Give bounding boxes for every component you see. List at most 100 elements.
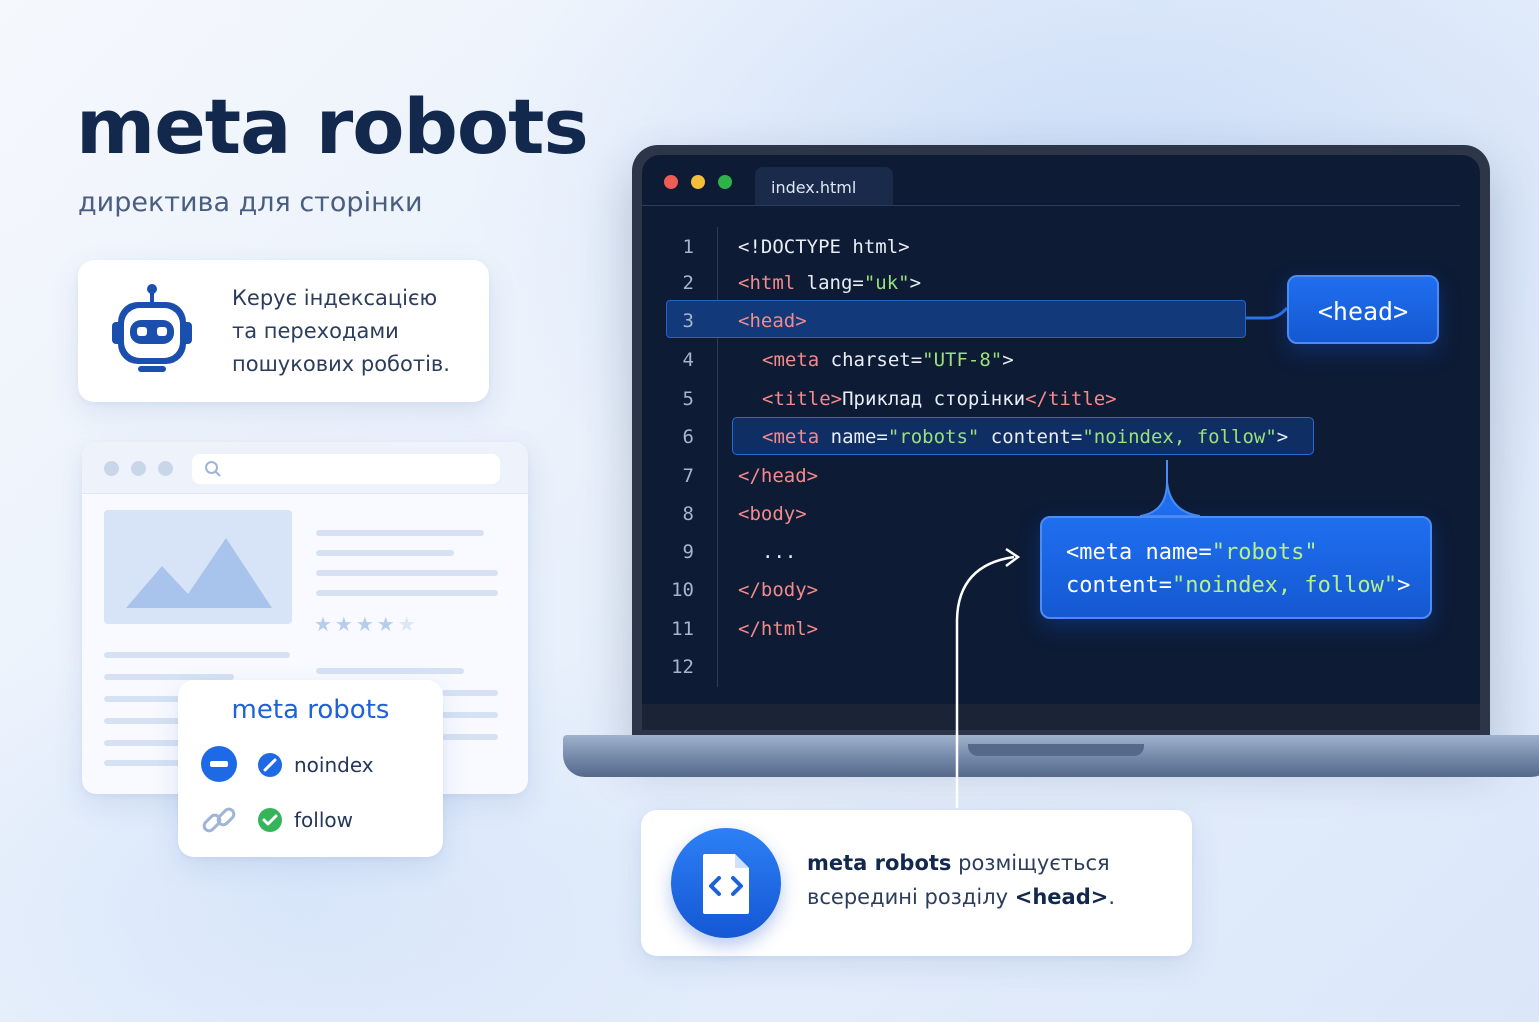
note-bold: <head> [1014,885,1109,909]
text-placeholder [442,734,498,740]
info-line: Керує індексацією [232,286,438,310]
minus-circle-icon [201,746,237,782]
text-placeholder [104,718,184,724]
line-number: 4 [682,349,694,371]
noindex-label: noindex [294,753,374,777]
code-line-5: <title>Приклад сторінки</title> [762,388,1117,410]
text-placeholder [104,652,290,658]
text-placeholder [316,530,484,536]
note-bold: meta robots [807,851,952,875]
code-tag: <meta [762,426,820,448]
code-tag: </html> [738,618,819,640]
info-card-text: Керує індексацією та переходами пошукови… [232,282,472,381]
code-string: "UTF-8" [922,349,1003,371]
meta-robots-card: meta robots noindex follow [178,680,443,857]
callout-text: <meta name= [1066,540,1212,565]
robot-icon [112,284,192,372]
divider [642,205,1460,206]
browser-topbar [82,442,528,494]
code-string: "robots" [887,426,980,448]
gutter-divider [717,227,718,687]
text-placeholder [104,760,184,766]
browser-search-bar[interactable] [192,454,500,484]
callout-string: "noindex, follow" [1171,573,1398,598]
code-line-8: <body> [738,503,807,525]
code-line-3: <head> [738,310,807,332]
code-line-6: <meta name="robots" content="noindex, fo… [762,426,1288,448]
code-attr: lang= [795,272,864,294]
code-tag: </title> [1025,388,1117,410]
line-6-highlight [732,417,1314,455]
code-line-9: ... [762,541,797,563]
maximize-dot[interactable] [718,175,732,189]
code-punct: > [1276,426,1289,448]
robots-card-title: meta robots [231,695,390,725]
window-dot [158,461,173,476]
line-number: 7 [682,465,694,487]
text-placeholder [316,668,464,674]
mountain-image-icon [104,510,292,624]
window-dot [104,461,119,476]
note-span: розміщується [951,851,1110,875]
line-number: 10 [671,579,694,601]
code-line-10: </body> [738,579,818,601]
code-tag: <body> [738,503,807,525]
text-placeholder [104,740,184,746]
line-number: 9 [682,541,694,563]
code-line-1: <!DOCTYPE html> [738,236,910,258]
link-icon [202,807,236,833]
code-tag: <title> [762,388,843,410]
line-number: 3 [682,310,694,332]
page-subtitle: директива для сторінки [78,187,423,218]
code-tag: <html [738,272,796,294]
head-callout: <head> [1287,275,1439,344]
screen-bezel-bottom [642,704,1480,730]
minimize-dot[interactable] [691,175,705,189]
code-line-7: </head> [738,465,818,487]
text-placeholder [104,696,184,702]
info-card: Керує індексацією та переходами пошукови… [78,260,489,402]
code-line-4: <meta charset="UTF-8"> [762,349,1014,371]
code-line-11: </html> [738,618,818,640]
code-editor: index.html 1 2 3 4 5 6 7 8 9 10 11 12 <!… [642,155,1480,730]
callout-string: "robots" [1211,540,1318,565]
check-circle-icon [258,808,282,832]
note-span: . [1108,885,1116,909]
callout-text: content= [1066,573,1172,598]
code-attr: charset= [819,349,923,371]
text-placeholder [442,712,498,718]
code-string: "uk" [863,272,910,294]
code-attr: content= [979,426,1083,448]
line-number: 5 [682,388,694,410]
line-3-highlight [666,300,1246,338]
code-string: "noindex, follow" [1082,426,1277,448]
window-dot [131,461,146,476]
code-line-2: <html lang="uk"> [738,272,921,294]
code-file-icon [671,828,781,938]
tab-index-html[interactable]: index.html [755,167,893,205]
laptop-notch [968,744,1144,756]
line-number: 8 [682,503,694,525]
line-number: 11 [671,618,694,640]
follow-label: follow [294,808,353,832]
code-text: Приклад сторінки [842,388,1026,410]
edit-circle-icon [258,753,282,777]
code-tag: <meta [762,349,820,371]
line-number: 6 [682,426,694,448]
search-icon [205,461,221,477]
info-line: та переходами [232,319,399,343]
text-placeholder [316,550,454,556]
rating-stars: ★★★★★ [314,612,419,636]
line-number: 12 [671,656,694,678]
meta-callout: <meta name="robots" content="noindex, fo… [1040,516,1432,619]
code-tag: </body> [738,579,819,601]
text-placeholder [442,690,498,696]
info-line: пошукових роботів. [232,352,450,376]
callout-text: > [1397,573,1411,598]
laptop-base [563,735,1539,777]
close-dot[interactable] [664,175,678,189]
text-placeholder [316,590,498,596]
code-punct: > [1002,349,1014,371]
